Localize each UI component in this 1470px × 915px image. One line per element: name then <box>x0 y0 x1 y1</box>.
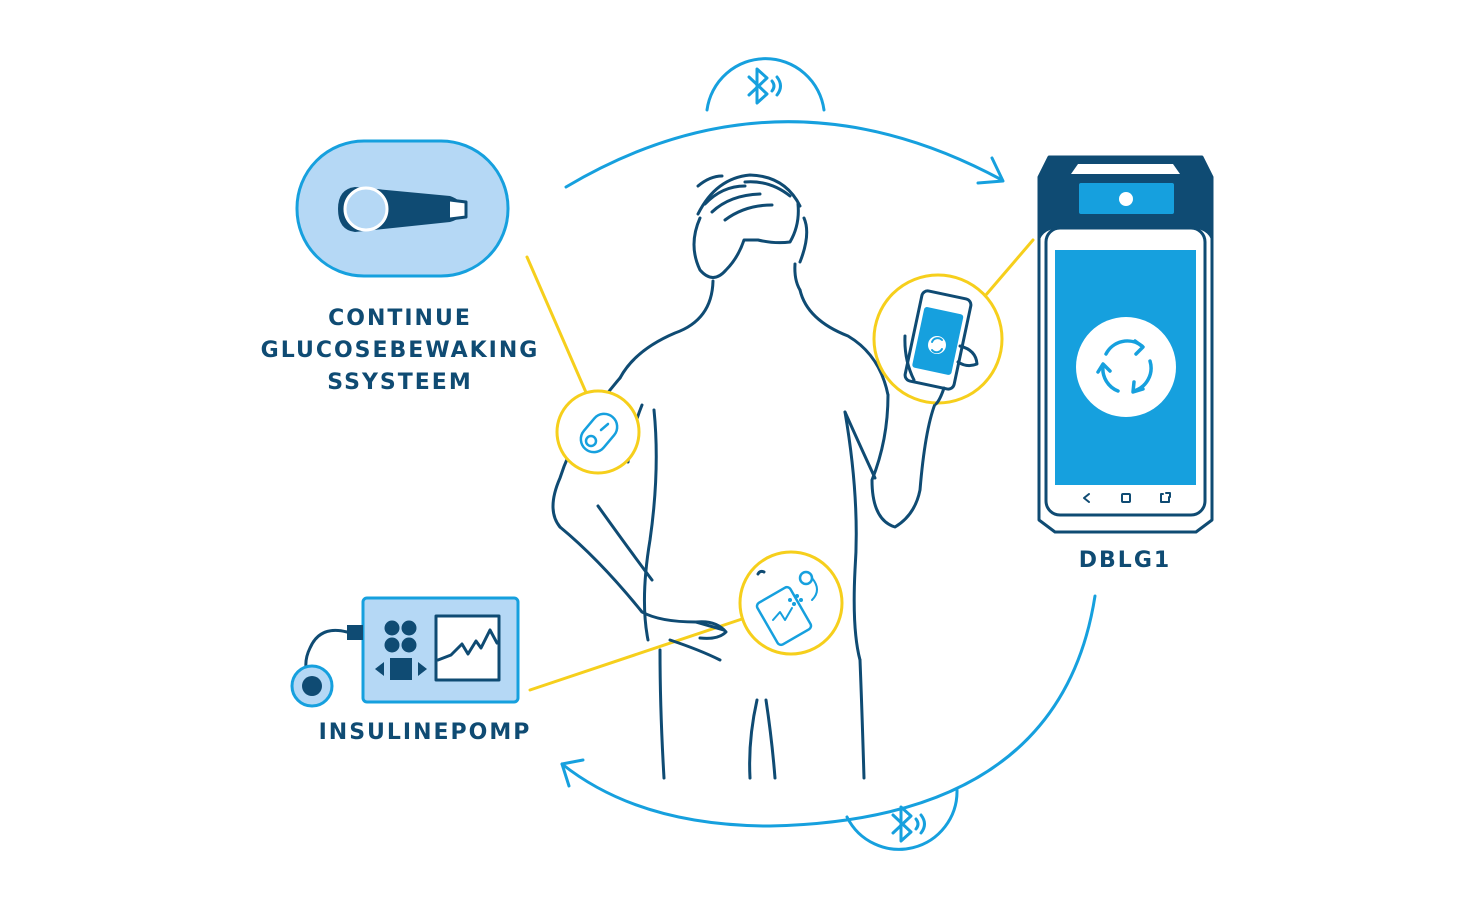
bluetooth-icon <box>891 805 926 843</box>
recent-icon <box>1160 492 1171 503</box>
connector-lines <box>525 238 1035 692</box>
handheld-zoom <box>872 273 1004 406</box>
back-icon <box>1083 493 1090 503</box>
insulin-pump-device <box>290 596 520 708</box>
cgm-label: CONTINUE GLUCOSEBEWAKING SSYSTEEM <box>240 303 560 399</box>
dblg1-device <box>1037 155 1214 534</box>
cgm-label-line-3: SSYSTEEM <box>327 370 473 395</box>
bluetooth-badge-bottom <box>845 788 959 851</box>
bluetooth-badge-top <box>705 57 826 112</box>
cgm-label-line-2: GLUCOSEBEWAKING <box>260 338 540 363</box>
person-figure <box>551 173 937 780</box>
dblg1-label: DBLG1 <box>1078 548 1172 573</box>
arrow-bottom <box>560 594 1097 828</box>
sensor-zoom <box>555 389 641 475</box>
sync-icon <box>1096 339 1153 394</box>
home-icon <box>1121 493 1131 503</box>
bluetooth-icon <box>747 67 782 105</box>
arrow-top <box>564 120 1005 189</box>
pump-zoom <box>738 550 844 656</box>
pump-label: INSULINEPOMP <box>318 720 532 745</box>
cgm-device <box>295 139 510 278</box>
cgm-label-line-1: CONTINUE <box>328 306 472 331</box>
